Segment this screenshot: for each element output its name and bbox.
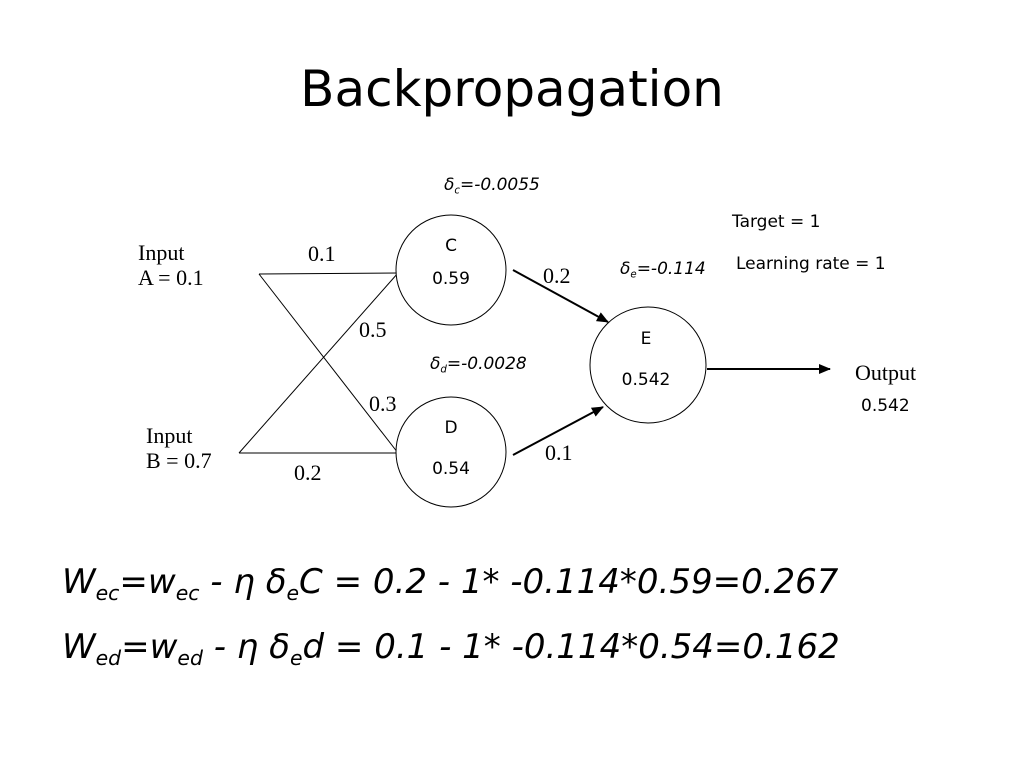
eq1-eq: =w	[119, 562, 176, 602]
learning-rate-text: Learning rate = 1	[736, 254, 886, 274]
eq1-w: W	[62, 562, 96, 602]
delta-d-symbol: δ	[430, 354, 441, 374]
eq2-eq: =w	[121, 627, 178, 667]
edge-b-c	[238, 272, 399, 454]
eq2-tail: d = 0.1 - 1* -0.114*0.54=0.162	[302, 627, 840, 667]
input-b-line2: B = 0.7	[146, 448, 212, 474]
delta-e-symbol: δ	[620, 259, 631, 279]
eq2-sub2: ed	[177, 646, 203, 671]
delta-c-symbol: δ	[444, 175, 455, 195]
node-d-circle	[395, 396, 507, 508]
edge-d-e-arrow	[512, 406, 604, 456]
input-b-line1: Input	[146, 423, 193, 448]
weight-a-d: 0.3	[369, 391, 397, 416]
input-a-line1: Input	[138, 240, 185, 265]
input-a-line2: A = 0.1	[138, 265, 204, 291]
delta-c-sub: c	[454, 185, 461, 197]
eq2-sub1: ed	[95, 646, 122, 671]
delta-c-value: =-0.0055	[460, 175, 540, 195]
node-c-label: C	[445, 236, 457, 256]
delta-e-value: =-0.114	[636, 259, 706, 279]
delta-d: δd=-0.0028	[430, 354, 527, 376]
node-d-label: D	[444, 418, 458, 438]
input-b-label: Input B = 0.7	[146, 423, 212, 474]
input-a-label: Input A = 0.1	[138, 240, 204, 291]
delta-d-value: =-0.0028	[446, 354, 527, 374]
edge-a-c	[258, 272, 399, 275]
delta-c: δc=-0.0055	[444, 175, 540, 197]
target-text: Target = 1	[732, 212, 821, 232]
output-value: 0.542	[861, 396, 910, 416]
weight-b-d: 0.2	[294, 460, 322, 485]
weight-b-c: 0.5	[359, 317, 387, 342]
node-d-value: 0.54	[432, 459, 470, 479]
eq2-w: W	[62, 627, 96, 667]
node-e-value: 0.542	[621, 370, 671, 390]
delta-d-sub: d	[440, 364, 447, 376]
equation-wed: Wed=wed - η δed = 0.1 - 1* -0.114*0.54=0…	[62, 627, 840, 671]
eq1-sub2: ec	[175, 581, 200, 606]
edge-c-e-arrow	[512, 269, 609, 323]
node-e-label: E	[640, 329, 652, 349]
node-c-value: 0.59	[432, 269, 470, 289]
eq1-mid: - η δ	[199, 562, 287, 602]
weight-c-e: 0.2	[543, 263, 571, 288]
eq1-sub3: e	[286, 581, 300, 606]
eq2-mid: - η δ	[202, 627, 290, 667]
delta-e-sub: e	[630, 269, 637, 281]
node-e-circle	[589, 306, 707, 424]
node-c-circle	[395, 214, 507, 326]
eq2-sub3: e	[289, 646, 303, 671]
eq1-sub1: ec	[95, 581, 120, 606]
delta-e: δe=-0.114	[620, 259, 706, 281]
edge-a-d	[258, 273, 399, 454]
output-label: Output	[855, 360, 917, 385]
weight-a-c: 0.1	[308, 241, 336, 266]
weight-d-e: 0.1	[545, 440, 573, 465]
slide-title: Backpropagation	[300, 60, 724, 118]
equation-wec: Wec=wec - η δeC = 0.2 - 1* -0.114*0.59=0…	[62, 562, 839, 606]
eq1-tail: C = 0.2 - 1* -0.114*0.59=0.267	[299, 562, 839, 602]
